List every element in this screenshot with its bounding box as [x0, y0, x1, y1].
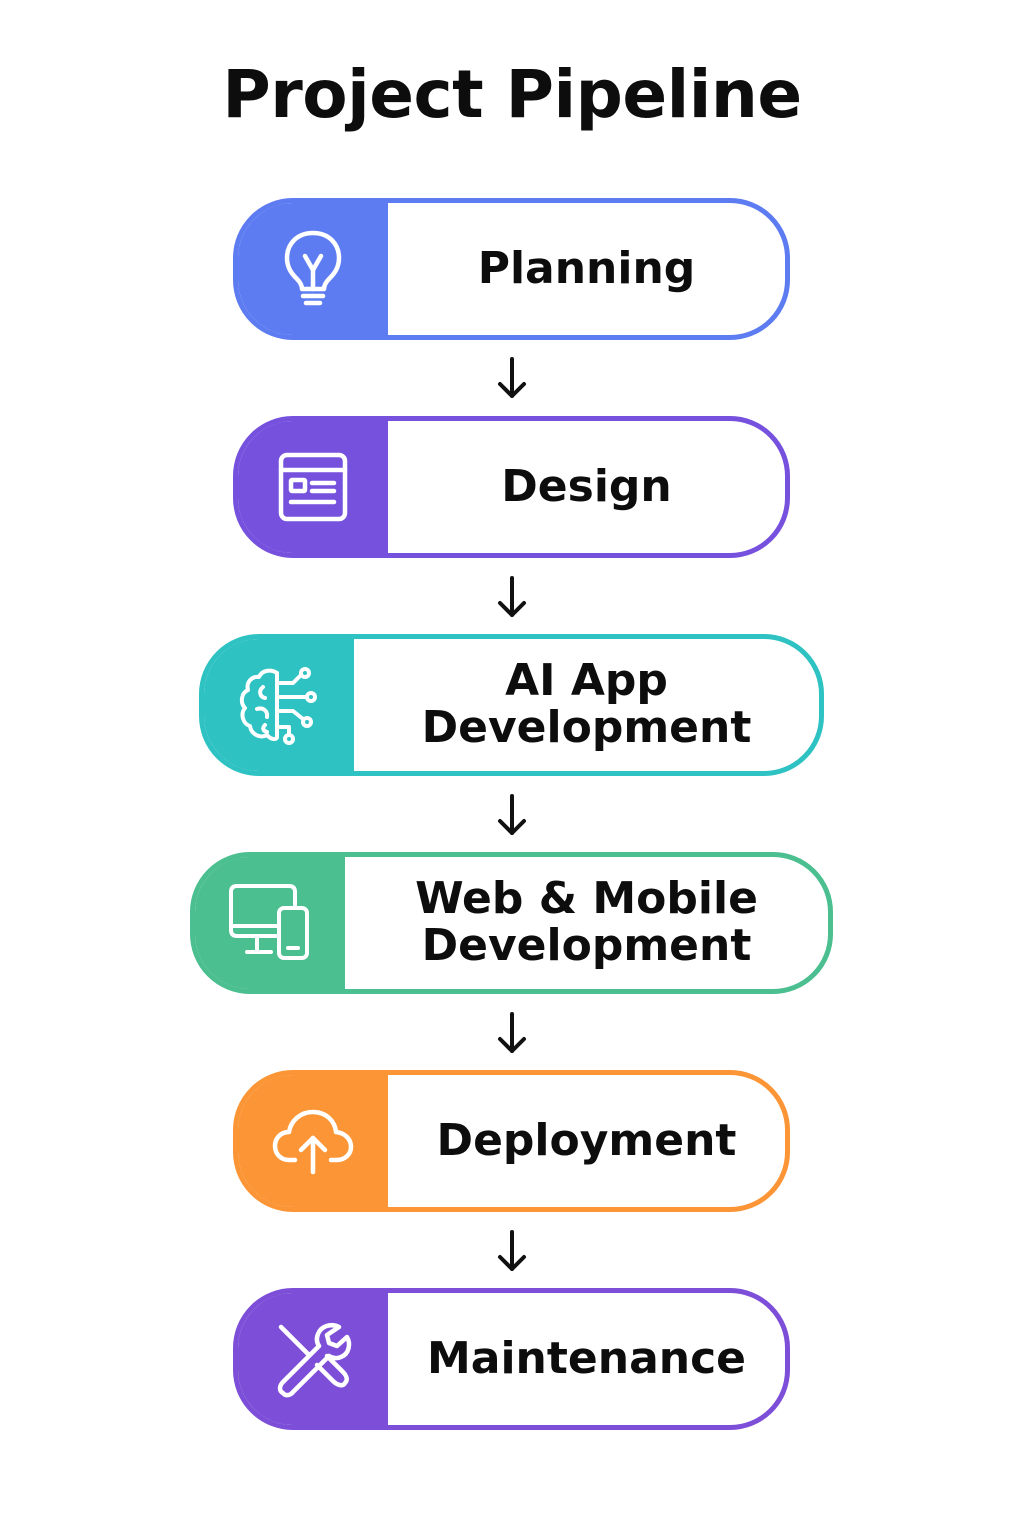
stage-label-planning: Planning — [388, 203, 785, 335]
page-title: Project Pipeline — [222, 56, 802, 133]
arrow-down-icon — [498, 357, 526, 398]
stage-ai-app-development: AI App Development — [199, 634, 824, 776]
stage-deployment: Deployment — [233, 1070, 790, 1212]
stage-icon-panel — [238, 1293, 388, 1425]
stage-label-deployment: Deployment — [388, 1075, 785, 1207]
arrow-down-icon — [498, 1230, 526, 1271]
stage-label-line: Maintenance — [426, 1332, 747, 1384]
stage-icon-panel — [238, 421, 388, 553]
stage-maintenance: Maintenance — [233, 1288, 790, 1430]
stage-label-line: Deployment — [436, 1114, 737, 1166]
arrow-down-icon — [498, 1012, 526, 1053]
stage-label-web-mobile-development: Web & Mobile Development — [345, 857, 828, 989]
cloud-upload-icon — [272, 1109, 354, 1175]
stage-icon-panel — [204, 639, 354, 771]
stage-label-design: Design — [388, 421, 785, 553]
stage-label-line: Development — [421, 920, 752, 971]
stage-planning: Planning — [233, 198, 790, 340]
tools-icon — [277, 1323, 352, 1398]
stage-label-line: Development — [421, 702, 752, 753]
stage-icon-panel — [195, 857, 345, 989]
stage-icon-panel — [238, 203, 388, 335]
stage-label-line: Design — [501, 460, 672, 512]
stage-icon-panel — [238, 1075, 388, 1207]
stage-label-ai-app-development: AI App Development — [354, 639, 819, 771]
stage-label-maintenance: Maintenance — [388, 1293, 785, 1425]
stage-web-mobile-development: Web & Mobile Development — [190, 852, 833, 994]
lightbulb-icon — [284, 230, 342, 306]
stage-label-line: Planning — [477, 242, 696, 294]
ai-brain-icon — [239, 667, 317, 745]
arrow-down-icon — [498, 794, 526, 835]
stage-label-line: Web & Mobile — [415, 873, 758, 925]
arrow-down-icon — [498, 576, 526, 617]
stage-design: Design — [233, 416, 790, 558]
layout-window-icon — [278, 452, 348, 522]
devices-icon — [229, 884, 309, 960]
stage-label-line: AI App — [505, 655, 668, 707]
